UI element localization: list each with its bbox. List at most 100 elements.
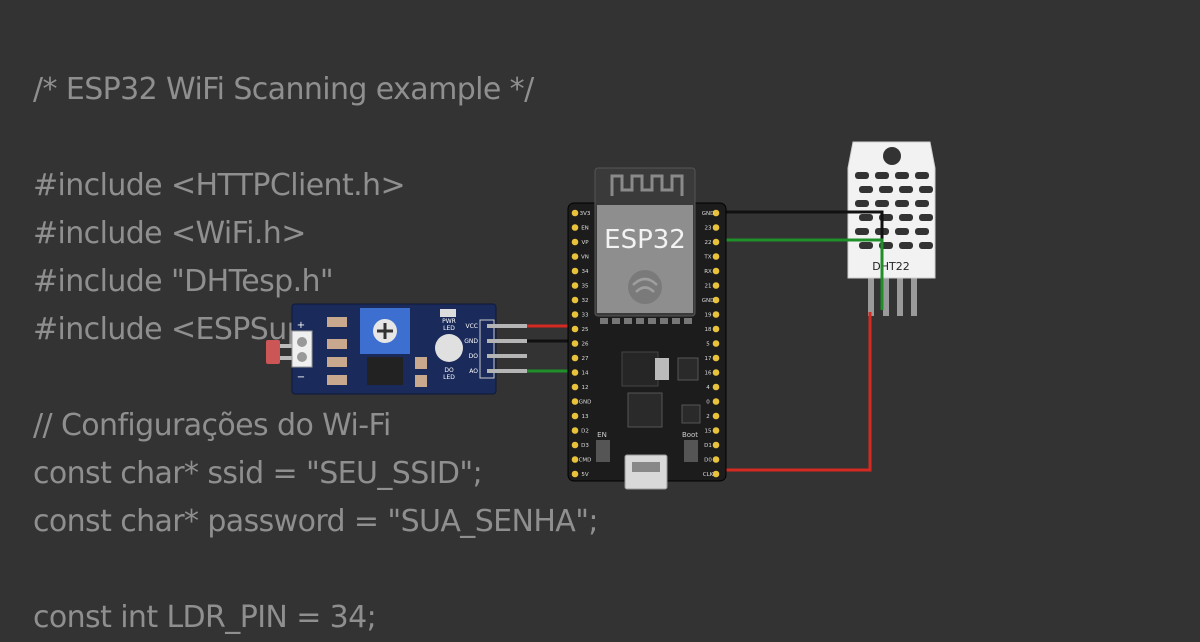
esp32-pin[interactable] (571, 340, 579, 347)
esp32-pin[interactable] (571, 354, 579, 362)
code-line: #include <WiFi.h> (33, 216, 306, 251)
ldr-pin[interactable] (487, 354, 527, 358)
esp32-pin[interactable] (712, 398, 720, 405)
photoresistor-leg (280, 356, 294, 360)
esp32-pin[interactable] (571, 441, 579, 449)
esp32-pin-label: 15 (705, 429, 712, 435)
esp32-pin-label: D1 (704, 443, 712, 449)
ldr-pin[interactable] (487, 324, 527, 328)
dht22-leg (868, 268, 874, 316)
esp32-pin-label: 21 (705, 284, 712, 290)
esp32-pin-label: 25 (582, 327, 589, 333)
esp32-pin[interactable] (712, 267, 720, 275)
esp32-pin-label: 13 (582, 414, 589, 420)
esp32-pin[interactable] (712, 354, 720, 362)
esp32-pin-label: 3V3 (580, 211, 591, 217)
esp32-board[interactable]: ESP32 EN Boot 3V3ENVPVN34353233252627141… (567, 167, 727, 490)
grill-slot (895, 228, 909, 235)
code-line: const char* password = "SUA_SENHA"; (33, 504, 599, 539)
esp32-pin[interactable] (712, 224, 720, 231)
esp32-pin[interactable] (571, 456, 579, 463)
code-line: const int LDR_PIN = 34; (33, 600, 377, 635)
esp32-label: ESP32 (604, 225, 686, 255)
esp32-pin[interactable] (712, 209, 720, 217)
esp32-pin[interactable] (571, 238, 579, 246)
esp32-pin-label: D3 (581, 443, 589, 449)
ldr-pin[interactable] (487, 369, 527, 373)
pwr-led (440, 309, 456, 317)
ldr-pin-label: AO (469, 368, 478, 375)
module-castellations (600, 318, 692, 324)
pot-cross-icon (377, 323, 393, 339)
esp32-pin[interactable] (712, 296, 720, 304)
esp32-pin[interactable] (712, 470, 720, 478)
ldr-header-outline (479, 319, 495, 379)
esp32-pin[interactable] (712, 412, 720, 420)
esp32-pin-label: TX (703, 255, 711, 261)
esp32-pin[interactable] (712, 427, 720, 434)
esp32-pin[interactable] (571, 369, 579, 376)
esp32-pin[interactable] (571, 224, 579, 231)
esp32-pin[interactable] (571, 325, 579, 333)
esp32-pin[interactable] (571, 470, 579, 478)
esp32-pin[interactable] (712, 369, 720, 376)
smd-resistor (415, 357, 427, 369)
terminal-screw-icon (297, 352, 307, 362)
regulator-chip (621, 351, 659, 387)
esp32-pin-label: 23 (705, 226, 712, 232)
esp32-pin[interactable] (712, 311, 720, 318)
esp32-pin[interactable] (571, 253, 579, 260)
grill-slot (895, 200, 909, 207)
minus-label: − (297, 372, 305, 383)
ldr-pin[interactable] (487, 339, 527, 343)
smd-resistor (327, 375, 347, 385)
esp32-pin-label: 19 (705, 313, 712, 319)
grill-slot (915, 200, 929, 207)
boot-button[interactable] (684, 440, 698, 462)
esp32-pin[interactable] (712, 456, 720, 463)
grill-slot (879, 186, 893, 193)
terminal-screw-icon (297, 337, 307, 347)
esp32-pin[interactable] (712, 238, 720, 246)
esp32-pin-label: GND (579, 400, 592, 406)
grill-slot (915, 228, 929, 235)
smd-ic (681, 404, 701, 424)
grill-slot (899, 242, 913, 249)
esp32-pin[interactable] (571, 412, 579, 420)
castellation-pad (636, 318, 644, 324)
esp32-pin-label: CMD (579, 458, 592, 464)
esp32-pin[interactable] (712, 340, 720, 347)
castellation-pad (648, 318, 656, 324)
antenna-trace (610, 174, 684, 196)
dht22-sensor[interactable]: DHT22 (847, 141, 936, 316)
esp32-pin-label: 17 (705, 356, 712, 362)
photoresistor[interactable] (266, 340, 280, 364)
esp32-pin-label: 16 (705, 371, 712, 377)
esp32-left-pin-header: 3V3ENVPVN343532332526271412GND13D2D3CMD5… (571, 209, 592, 478)
esp32-pin[interactable] (571, 398, 579, 405)
code-line: const char* ssid = "SEU_SSID"; (33, 456, 483, 491)
en-button[interactable] (596, 440, 610, 462)
esp32-pin[interactable] (571, 311, 579, 318)
esp32-pin[interactable] (712, 282, 720, 289)
esp32-pin-label: 33 (582, 313, 589, 319)
esp32-pin[interactable] (571, 296, 579, 304)
esp32-pin[interactable] (571, 267, 579, 275)
grill-slot (899, 186, 913, 193)
grill-slot (859, 186, 873, 193)
grill-slot (875, 200, 889, 207)
esp32-pin[interactable] (571, 427, 579, 434)
esp32-pin[interactable] (712, 383, 720, 391)
esp32-pin[interactable] (712, 325, 720, 333)
esp32-pin[interactable] (571, 282, 579, 289)
ldr-pin-label: DO (469, 353, 479, 360)
esp32-pin[interactable] (712, 253, 720, 260)
esp32-pin[interactable] (571, 383, 579, 391)
esp32-pin[interactable] (571, 209, 579, 217)
esp32-pin[interactable] (712, 441, 720, 449)
castellation-pad (612, 318, 620, 324)
castellation-pad (672, 318, 680, 324)
grill-slot (855, 200, 869, 207)
